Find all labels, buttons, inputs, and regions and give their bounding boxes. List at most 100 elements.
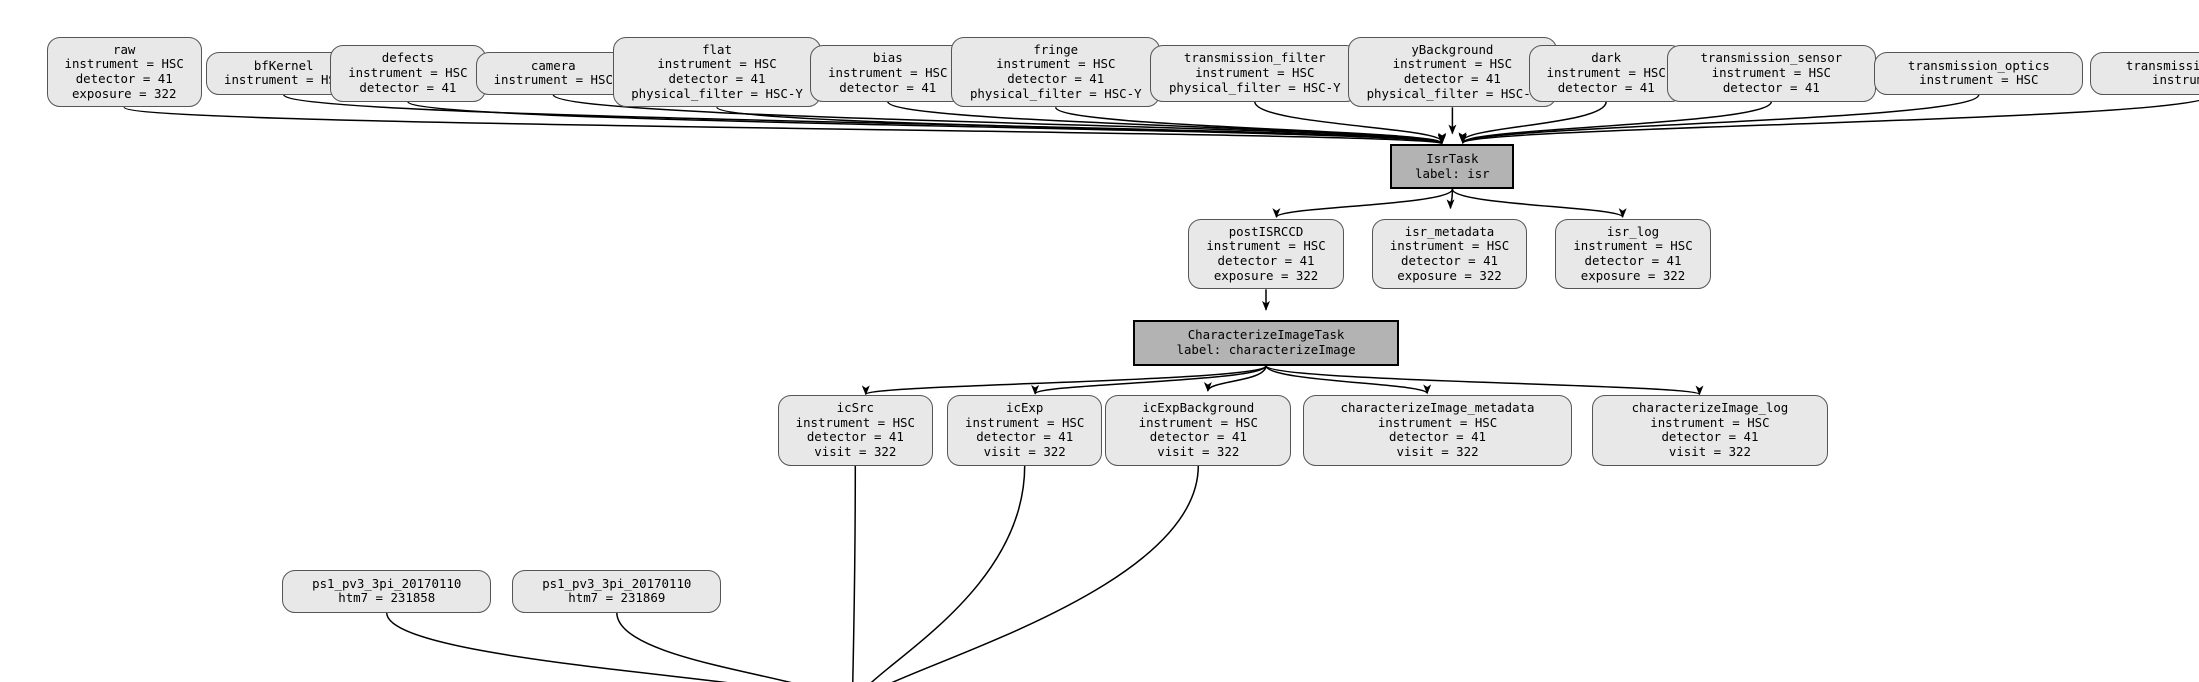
- node-title: icExp: [1006, 400, 1044, 416]
- node-detail-line: htm7 = 231869: [568, 590, 666, 606]
- graph-edge: [862, 364, 1267, 396]
- node-detail-line: visit = 322: [1396, 444, 1479, 460]
- node-detail-line: instrument = HSC: [493, 72, 613, 88]
- node-title: bias: [872, 50, 903, 66]
- node-detail-line: detector = 41: [359, 79, 457, 95]
- node-title: transmission_atmosphere: [2125, 57, 2199, 73]
- node-detail-line: physical_filter = HSC-Y: [1366, 85, 1539, 101]
- graph-edge: [716, 106, 1446, 145]
- node-detail-line: detector = 41: [668, 70, 766, 86]
- node-title: icSrc: [836, 400, 874, 416]
- node-detail-line: instrument = HSC: [1377, 414, 1498, 430]
- node-title: flat: [702, 41, 732, 57]
- graph-edge: [1265, 365, 1432, 395]
- node-title: IsrTask: [1426, 150, 1479, 166]
- node-title: bfKernel: [253, 57, 314, 73]
- node-title: isr_metadata: [1404, 223, 1495, 239]
- node-title: camera: [530, 57, 576, 73]
- node-detail-line: instrument = HSC: [1389, 238, 1510, 254]
- graph-edge: [1254, 101, 1446, 143]
- graph-edge: [1031, 364, 1267, 395]
- node-detail-line: instrument = HSC: [828, 65, 948, 81]
- node-detail-line: detector = 41: [1661, 429, 1759, 445]
- node-detail-line: label: isr: [1415, 165, 1490, 181]
- graph-edge: [407, 100, 1446, 145]
- node-detail-line: detector = 41: [1401, 253, 1498, 269]
- node-detail-line: detector = 41: [1389, 429, 1487, 445]
- graph-edge: [616, 612, 792, 682]
- node-detail-line: detector = 41: [1403, 70, 1501, 86]
- node-detail-line: physical_filter = HSC-Y: [631, 85, 803, 101]
- dataset-node-transmission_atmosphere[interactable]: transmission_atmosphereinstrument = HSC: [2090, 52, 2199, 95]
- node-detail-line: instrument = HSC: [1711, 65, 1832, 81]
- node-detail-line: instrument = HSC: [1138, 414, 1258, 430]
- node-detail-line: detector = 41: [976, 429, 1074, 445]
- node-detail-line: detector = 41: [1584, 253, 1682, 269]
- graph-edge: [1459, 99, 2199, 145]
- graph-edge: [1203, 365, 1267, 392]
- node-title: isr_log: [1606, 223, 1660, 239]
- graph-edge: [1458, 101, 1607, 143]
- node-title: icExpBackground: [1142, 400, 1255, 416]
- node-detail-line: instrument = HSC: [1195, 65, 1315, 81]
- node-detail-line: instrument = HSC: [795, 414, 915, 430]
- graph-edge: [887, 100, 1446, 145]
- graph-edge: [1446, 189, 1455, 210]
- node-detail-line: detector = 41: [806, 429, 904, 445]
- node-detail-line: instrument = HSC: [64, 56, 184, 72]
- node-detail-line: detector = 41: [1007, 70, 1105, 86]
- graph-edge: [891, 465, 1200, 682]
- node-detail-line: detector = 41: [1557, 79, 1655, 95]
- node-title: fringe: [1033, 41, 1079, 57]
- node-detail-line: instrument = HSC: [1919, 72, 2039, 88]
- graph-edge: [1458, 101, 1773, 144]
- node-detail-line: detector = 41: [75, 70, 173, 86]
- node-detail-line: exposure = 322: [1580, 267, 1686, 283]
- node-detail-line: physical_filter = HSC-Y: [1168, 79, 1341, 95]
- node-detail-line: instrument = HSC: [224, 72, 344, 88]
- node-detail-line: detector = 41: [1217, 253, 1315, 269]
- node-title: postISRCCD: [1228, 223, 1304, 239]
- node-detail-line: instrument = HSC: [657, 56, 777, 72]
- node-detail-line: instrument = HSC: [348, 65, 468, 81]
- node-title: characterizeImage_log: [1631, 400, 1789, 416]
- node-detail-line: instrument = HSC: [1546, 65, 1666, 81]
- graph-edge: [1272, 188, 1454, 219]
- node-title: CharacterizeImageTask: [1187, 327, 1345, 343]
- node-detail-line: visit = 322: [983, 444, 1066, 460]
- node-title: ps1_pv3_3pi_20170110: [312, 575, 462, 591]
- node-detail-line: instrument = HSC: [1392, 56, 1513, 72]
- node-title: yBackground: [1411, 41, 1494, 57]
- node-title: transmission_filter: [1183, 50, 1326, 66]
- node-detail-line: exposure = 322: [71, 85, 177, 101]
- graph-edge: [1265, 364, 1704, 396]
- graph-edge: [870, 465, 1026, 682]
- node-title: transmission_sensor: [1700, 50, 1843, 66]
- node-detail-line: exposure = 322: [1213, 267, 1319, 283]
- graph-edge: [1054, 106, 1446, 144]
